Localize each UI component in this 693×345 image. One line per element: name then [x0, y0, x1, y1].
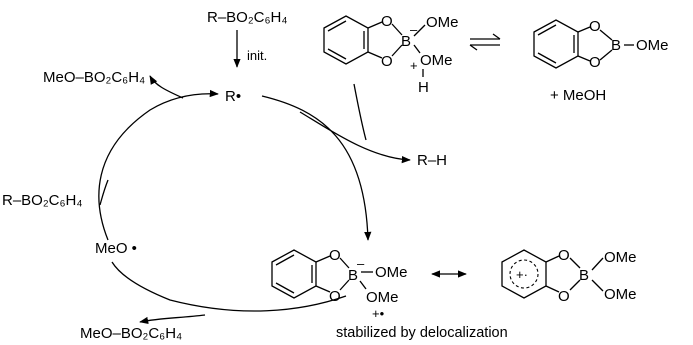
oxygen-top-4: O — [558, 247, 570, 264]
plus-meoh-label: + MeOH — [550, 87, 606, 104]
init-label: init. — [247, 48, 267, 63]
boron-atom-3: B — [348, 267, 358, 284]
radical-r-label: R• — [225, 88, 241, 105]
radical-cation-complex: O O B – OMe OMe +• — [271, 247, 408, 321]
delocalized-radical-cation: +· O O B OMe OMe — [501, 247, 637, 305]
methoxy-radical-label: MeO • — [95, 240, 137, 257]
catalytic-cycle — [98, 75, 411, 324]
delocalization-caption: stabilized by delocalization — [336, 325, 508, 341]
boron-atom: B — [401, 33, 411, 50]
boron-atom-2: B — [611, 37, 621, 54]
radical-cation-mark: +• — [372, 306, 385, 321]
oxygen-top-3: O — [329, 247, 341, 264]
methoxy-top-4: OMe — [604, 249, 637, 266]
boron-atom-4: B — [579, 267, 589, 284]
oxygen-bottom-4: O — [558, 288, 570, 305]
oxonium-plus: + — [410, 58, 418, 73]
product-bottom-left-label: MeO–BO₂C₆H₄ — [80, 325, 182, 342]
methoxy-bottom-4: OMe — [604, 286, 637, 303]
methoxy-catecholborane: O O B OMe — [533, 18, 669, 71]
boron-minus: – — [410, 22, 418, 37]
alkane-label: R–H — [417, 152, 447, 169]
methoxy-bottom: OMe — [420, 52, 453, 69]
oxygen-top: O — [381, 13, 393, 30]
equilibrium-arrows — [469, 33, 501, 51]
boron-minus-3: – — [357, 256, 365, 271]
product-top-left-label: MeO–BO₂C₆H₄ — [43, 69, 145, 86]
delocalized-charge-mark: +· — [516, 267, 528, 282]
oxonium-hydrogen: H — [418, 79, 429, 96]
oxygen-top-2: O — [589, 18, 601, 35]
boronate-methanol-complex: O O B – OMe OMe + H — [323, 13, 459, 96]
methoxy-bottom-3: OMe — [366, 289, 399, 306]
methoxy-2: OMe — [636, 37, 669, 54]
reagent-top-label: R–BO₂C₆H₄ — [207, 9, 288, 26]
oxygen-bottom: O — [381, 53, 393, 70]
methoxy-top-3: OMe — [375, 264, 408, 281]
reagent-left-label: R–BO₂C₆H₄ — [2, 192, 83, 209]
oxygen-bottom-2: O — [589, 54, 601, 71]
methoxy-top: OMe — [426, 14, 459, 31]
oxygen-bottom-3: O — [329, 288, 341, 305]
